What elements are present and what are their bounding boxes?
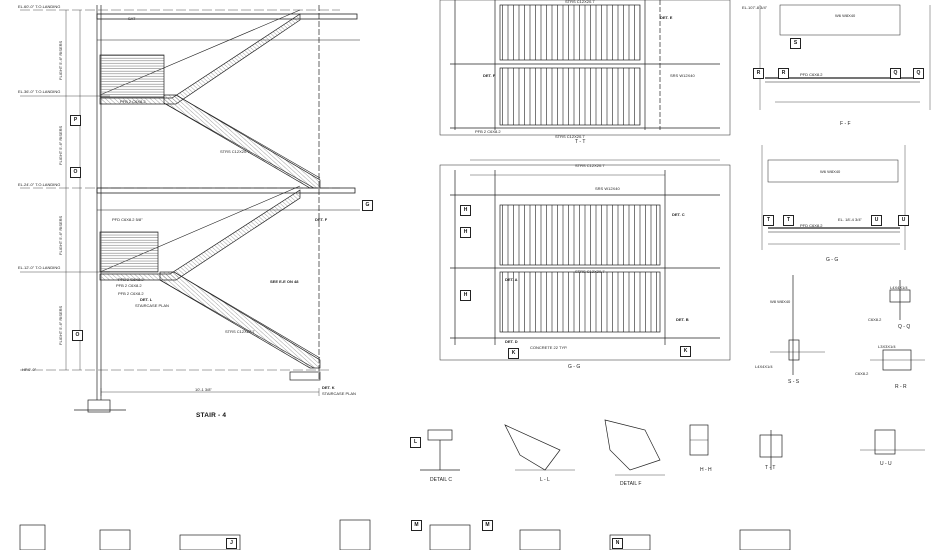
member-label: CONCRETE 22 TYP. xyxy=(530,345,568,350)
detail-label: T - T xyxy=(765,465,776,471)
member-label: C6X8.2 xyxy=(855,371,869,376)
grid-bubble: R xyxy=(753,68,764,79)
section-label: R - R xyxy=(895,384,907,390)
grid-bubble: H xyxy=(460,227,471,238)
level-label: EL.60'-0" T.O.LANDING xyxy=(18,4,61,9)
grid-bubble: K xyxy=(508,348,519,359)
grid-bubble: S xyxy=(790,38,801,49)
grid-bubble: H xyxy=(460,205,471,216)
member-label: PFB 2 C6X8.2 xyxy=(118,291,144,296)
member-label: STRS C12X20.7 xyxy=(225,329,255,334)
el-text: EL.107'-8 3/4" xyxy=(742,5,768,10)
small-details xyxy=(420,419,925,476)
callout-det-l: DET. L xyxy=(140,297,153,302)
grade-label: HP.0'-0" xyxy=(22,367,37,372)
grid-bubble: K xyxy=(680,346,691,357)
detail-label: DETAIL F xyxy=(620,481,642,487)
member-label: W6 W8X40 xyxy=(835,13,856,18)
member-label: W8 W8X40 xyxy=(770,299,791,304)
detail-qr xyxy=(870,280,925,371)
member-label: SRS W12X40 xyxy=(595,186,620,191)
grid-bubble: M xyxy=(482,520,493,531)
height-label: FLIGHT 5'-6" RISERS xyxy=(58,40,63,80)
member-label: L4X4X1/4 xyxy=(890,285,908,290)
detail-s xyxy=(770,275,825,375)
grid-bubble: U xyxy=(871,215,882,226)
member-label: L3X3X1/4 xyxy=(878,344,896,349)
sat-label: SAT xyxy=(128,16,136,21)
grid-bubble: P xyxy=(70,115,81,126)
level-label: EL.36'-0" T.O.LANDING xyxy=(18,89,61,94)
callout-see-e: SEE E-E ON 48 xyxy=(270,279,299,284)
grid-bubble: M xyxy=(411,520,422,531)
height-label: FLIGHT 5'-6" RISERS xyxy=(58,215,63,255)
grid-bubble: J xyxy=(226,538,237,549)
grid-bubble: Q xyxy=(913,68,924,79)
member-label: PFB 2 C6X8.2 xyxy=(120,99,146,104)
level-label: EL.12'-0" T.O.LANDING xyxy=(18,265,61,270)
member-label: C6X8.2 xyxy=(868,317,882,322)
member-label: PFD C6X8.2 5/8" xyxy=(112,217,143,222)
member-label: PFB 2 C6X8.2 xyxy=(118,277,144,282)
member-label: STRS C12X20.7 xyxy=(575,163,605,168)
el-text: EL. 18'-4 3/4" xyxy=(838,217,862,222)
height-label: FLIGHT 5'-6" RISERS xyxy=(58,125,63,165)
callout: DET. A xyxy=(505,277,518,282)
member-label: STRS C12X20.7 xyxy=(565,0,595,4)
grid-bubble: R xyxy=(778,68,789,79)
member-label: PFB 2 C6X8.2 xyxy=(475,129,501,134)
member-label: SRS W12X40 xyxy=(670,73,695,78)
member-label: PFD C6X8.2 xyxy=(800,72,823,77)
member-label: STRS C12X20.7 xyxy=(555,134,585,139)
callout: DET. C xyxy=(672,212,685,217)
section-label: G - G xyxy=(568,364,581,370)
grid-bubble: Q xyxy=(890,68,901,79)
callout-det-f: DET. F xyxy=(315,217,328,222)
grid-bubble: T xyxy=(763,215,774,226)
section-label: G - G xyxy=(826,257,839,263)
grid-bubble: O xyxy=(70,167,81,178)
section-label: F - F xyxy=(840,121,851,127)
top-plan xyxy=(439,0,731,136)
grid-bubble: N xyxy=(612,538,623,549)
member-label: PFD C6X8.2 xyxy=(800,223,823,228)
height-label: FLIGHT 5'-6" RISERS xyxy=(58,305,63,345)
member-label: STRS C12X20.7 xyxy=(220,149,250,154)
callout: DET. D xyxy=(505,339,518,344)
member-label: STRS C12X20.7 xyxy=(575,269,605,274)
member-label: W6 W8X40 xyxy=(820,169,841,174)
section-ff xyxy=(759,4,931,110)
grid-bubble: H xyxy=(460,290,471,301)
section-gg xyxy=(761,145,906,250)
detail-label: DETAIL C xyxy=(430,477,452,483)
callout: DET. F xyxy=(483,73,496,78)
grid-bubble: L xyxy=(410,437,421,448)
callout-staircase-plan-2: STAIRCASE PLAN xyxy=(322,391,356,396)
section-label: T - T xyxy=(575,139,586,145)
detail-label: H - H xyxy=(700,467,712,473)
bottom-row-details xyxy=(19,519,791,550)
section-label: S - S xyxy=(788,379,800,385)
section-label: Q - Q xyxy=(898,324,911,330)
bottom-plan xyxy=(439,159,731,361)
callout-staircase-plan: STAIRCASE PLAN xyxy=(135,303,169,308)
grid-bubble: T xyxy=(783,215,794,226)
detail-label: U - U xyxy=(880,461,892,467)
main-elevation xyxy=(20,5,360,413)
grid-bubble: O xyxy=(72,330,83,341)
level-label: EL.24'-0" T.O.LANDING xyxy=(18,182,61,187)
member-label: L4X4X1/4 xyxy=(755,364,773,369)
drawing-title: STAIR - 4 xyxy=(196,412,227,419)
callout: DET. B xyxy=(676,317,689,322)
grid-bubble: U xyxy=(898,215,909,226)
grid-bubble: G xyxy=(362,200,373,211)
callout: DET. E xyxy=(660,15,673,20)
callout-det-k: DET. K xyxy=(322,385,335,390)
overall-width: 10'-1 3/8" xyxy=(195,387,212,392)
member-label: PFB 2 C6X8.2 xyxy=(116,283,142,288)
detail-label: L - L xyxy=(540,477,550,483)
